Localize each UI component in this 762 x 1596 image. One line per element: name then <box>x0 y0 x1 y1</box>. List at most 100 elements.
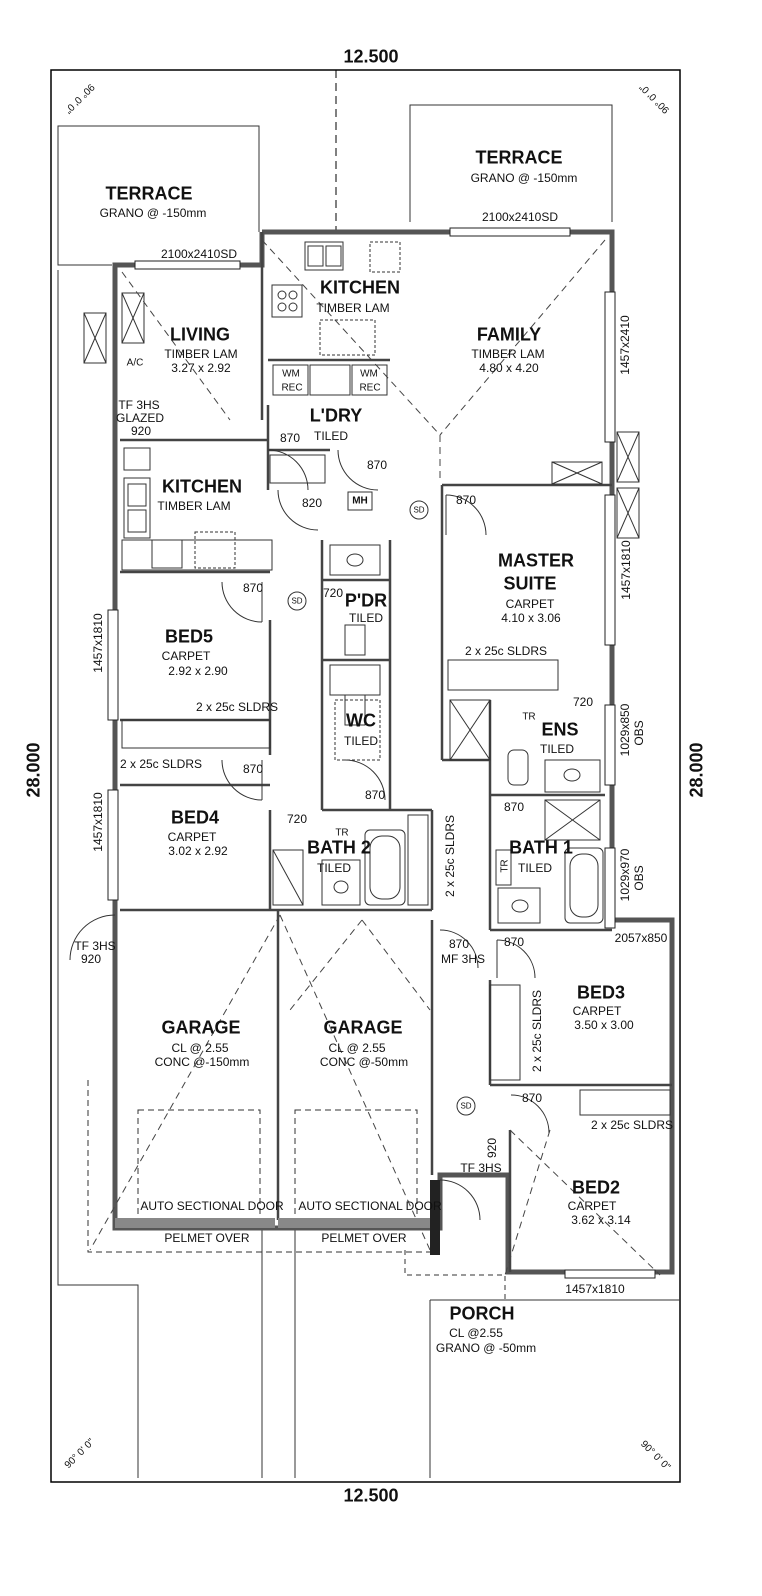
tf-porch-width: 920 <box>485 1137 500 1159</box>
win-bath1-obs: OBS <box>632 865 647 891</box>
door-720-bath2: 720 <box>286 812 308 827</box>
master-name-1: MASTER <box>498 550 574 571</box>
family-finish: TIMBER LAM <box>471 347 545 362</box>
win-bed2-label: 1457x1810 <box>565 1282 625 1297</box>
sliders-bed3: 2 x 25c SLDRS <box>530 989 545 1073</box>
pelmet-left-label: PELMET OVER <box>164 1231 250 1246</box>
bath2-finish: TILED <box>316 861 352 876</box>
right-length-dimension: 28.000 <box>686 742 707 798</box>
bed4-size: 3.02 x 2.92 <box>168 844 228 859</box>
garage-right-ceiling: CL @ 2.55 <box>328 1041 386 1056</box>
tf-garage-label: TF 3HS <box>74 939 116 954</box>
bed3-size: 3.50 x 3.00 <box>574 1018 634 1033</box>
porch-step-outline <box>404 1250 506 1300</box>
porch-ceiling: CL @2.55 <box>449 1326 503 1341</box>
sliders-master: 2 x 25c SLDRS <box>464 644 548 659</box>
wardrobes <box>121 659 671 1116</box>
door-family-label: 2100x2410SD <box>481 210 559 225</box>
towel-rail-bath1: TR <box>499 859 511 873</box>
door-820: 820 <box>301 496 323 511</box>
win-bath1-label: 1029x970 <box>618 848 633 902</box>
master-finish: CARPET <box>505 597 555 612</box>
door-870-bed4: 870 <box>242 762 264 777</box>
door-870-bath1: 870 <box>503 800 525 815</box>
garage-door-bar-right <box>278 1218 438 1228</box>
ceiling-diagonals <box>89 239 661 1276</box>
master-name-2: SUITE <box>503 573 557 594</box>
kitchen-left-name: KITCHEN <box>162 476 242 497</box>
wc-finish: TILED <box>343 734 379 749</box>
door-870-bed5: 870 <box>242 581 264 596</box>
tf-living-glazed: GLAZED <box>115 411 165 426</box>
sliders-bath2: 2 x 25c SLDRS <box>443 814 458 898</box>
door-720-pdr: 720 <box>322 586 344 601</box>
ac-label: A/C <box>126 357 144 369</box>
towel-rail-ens: TR <box>522 711 536 723</box>
ens-name: ENS <box>541 719 579 740</box>
kitchen-left-fixtures <box>121 447 273 571</box>
win-bed5-label: 1457x1810 <box>91 613 106 673</box>
terrace-right-outline <box>409 104 613 222</box>
mf-door-label: MF 3HS <box>440 952 486 967</box>
win-bed4-label: 1457x1810 <box>91 792 106 852</box>
kitchen-top-finish: TIMBER LAM <box>316 301 390 316</box>
bed3-finish: CARPET <box>572 1004 622 1019</box>
manhole-label: MH <box>352 495 368 507</box>
door-870-mf: 870 <box>448 937 470 952</box>
wet-area-fixtures <box>272 544 429 906</box>
tf-porch-label: TF 3HS <box>460 1161 502 1176</box>
rec-label-1: REC <box>281 382 303 394</box>
window-markers <box>107 227 656 1279</box>
kitchen-left-finish: TIMBER LAM <box>157 499 231 514</box>
door-870-wc: 870 <box>364 788 386 803</box>
master-size: 4.10 x 3.06 <box>501 611 561 626</box>
family-name: FAMILY <box>476 324 542 345</box>
sliders-bed5: 2 x 25c SLDRS <box>195 700 279 715</box>
sliders-bed4: 2 x 25c SLDRS <box>119 757 203 772</box>
living-finish: TIMBER LAM <box>164 347 238 362</box>
auto-door-left-label: AUTO SECTIONAL DOOR <box>140 1199 284 1214</box>
site-boundary <box>50 69 681 1483</box>
terrace-left-name: TERRACE <box>105 183 193 204</box>
terrace-right-name: TERRACE <box>475 147 563 168</box>
bed2-name: BED2 <box>571 1177 621 1198</box>
rec-label-2: REC <box>359 382 381 394</box>
pelmet-right-label: PELMET OVER <box>321 1231 407 1246</box>
bed5-finish: CARPET <box>161 649 211 664</box>
win-ens-label: 1029x850 <box>618 703 633 757</box>
terrace-right-finish: GRANO @ -150mm <box>470 171 578 186</box>
bed4-finish: CARPET <box>167 830 217 845</box>
garage-door-bar-left <box>115 1218 275 1228</box>
door-870-laundry-2: 870 <box>366 458 388 473</box>
win-ens-obs: OBS <box>632 720 647 746</box>
door-720-ens: 720 <box>572 695 594 710</box>
smoke-detector-3: SD <box>460 1101 472 1111</box>
bed2-size: 3.62 x 3.14 <box>571 1213 631 1228</box>
smoke-detector-1: SD <box>291 596 303 606</box>
door-870-laundry: 870 <box>279 431 301 446</box>
bed4-name: BED4 <box>170 807 220 828</box>
wm-label-1: WM <box>282 368 300 380</box>
tf-living-width: 920 <box>130 424 152 439</box>
win-master-label: 1457x1810 <box>619 540 634 600</box>
kitchen-top-fixtures <box>271 241 401 356</box>
tf-living-label: TF 3HS <box>118 398 160 413</box>
garage-left-ceiling: CL @ 2.55 <box>171 1041 229 1056</box>
bath1-finish: TILED <box>517 861 553 876</box>
door-swings <box>69 449 550 1221</box>
laundry-finish: TILED <box>313 429 349 444</box>
bed2-finish: CARPET <box>567 1199 617 1214</box>
manhole <box>347 491 373 511</box>
bath2-name: BATH 2 <box>307 837 371 858</box>
tf-garage-width: 920 <box>80 952 102 967</box>
powder-finish: TILED <box>348 611 384 626</box>
living-name: LIVING <box>169 324 231 345</box>
smoke-detector-2: SD <box>413 505 425 515</box>
win-bed3-label: 2057x850 <box>614 931 668 946</box>
door-870-master: 870 <box>455 493 477 508</box>
family-size: 4.80 x 4.20 <box>479 361 539 376</box>
outer-walls <box>112 229 675 1275</box>
left-length-dimension: 28.000 <box>23 742 44 798</box>
laundry-fixtures <box>269 364 388 484</box>
